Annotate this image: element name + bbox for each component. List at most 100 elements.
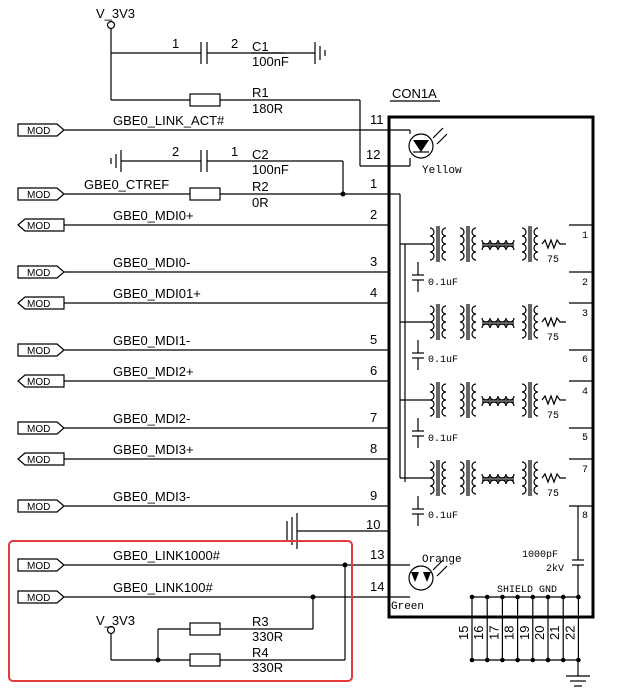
- pin-number: 11: [370, 112, 384, 127]
- svg-text:4: 4: [582, 387, 588, 398]
- connector-ref: CON1A: [392, 86, 437, 101]
- net-name: GBE0_MDI3-: [113, 489, 190, 504]
- port-tag: [17, 296, 65, 310]
- port-tag: [17, 187, 65, 201]
- supply-top-terminal: [106, 20, 116, 30]
- pin-12: 12: [366, 147, 380, 162]
- c1-value: 100nF: [252, 54, 289, 69]
- svg-text:0.1uF: 0.1uF: [428, 355, 458, 366]
- led-orange-label: Orange: [422, 554, 462, 566]
- pin-number: 8: [370, 441, 377, 456]
- svg-text:75: 75: [547, 255, 559, 266]
- junction-dot: [530, 594, 536, 600]
- r1-value: 180R: [252, 101, 283, 116]
- net-name: GBE0_MDI3+: [113, 442, 194, 457]
- supply-bottom-label: V_3V3: [96, 613, 135, 628]
- connector-body: [387, 115, 595, 619]
- svg-text:75: 75: [547, 333, 559, 344]
- orange-green-led-icon: [408, 565, 434, 591]
- c2-ref: C2: [252, 147, 269, 162]
- net-name: GBE0_MDI1-: [113, 333, 190, 348]
- port-tag: [17, 265, 65, 279]
- port-tag: [17, 218, 65, 232]
- highlight-box: [8, 540, 353, 682]
- shield-pin-number: 20: [532, 626, 547, 640]
- port-tag-label: MOD: [27, 126, 50, 137]
- rj45-pins: [569, 224, 593, 560]
- port-tag: [17, 421, 65, 435]
- magnetics-channel-2: [429, 303, 567, 341]
- c2-value: 100nF: [252, 162, 289, 177]
- net-name: GBE0_MDI01+: [113, 286, 201, 301]
- port-tag-label: MOD: [27, 561, 50, 572]
- pin-number: 3: [370, 254, 377, 269]
- net-name: GBE0_MDI0+: [113, 208, 194, 223]
- junction-dot: [576, 594, 581, 600]
- svg-text:7: 7: [582, 465, 588, 476]
- shield-pin-number: 16: [471, 626, 486, 640]
- svg-text:5: 5: [582, 433, 588, 444]
- port-tag-label: MOD: [27, 502, 50, 513]
- supply-top-label: V_3V3: [96, 6, 135, 21]
- pin-10: 10: [366, 517, 380, 532]
- port-tag: [17, 452, 65, 466]
- pin-number: 9: [370, 488, 377, 503]
- pin-number: 6: [370, 363, 377, 378]
- net-name: GBE0_MDI2-: [113, 411, 190, 426]
- svg-text:75: 75: [547, 489, 559, 500]
- port-tag-label: MOD: [27, 299, 50, 310]
- svg-text:0.1uF: 0.1uF: [428, 434, 458, 445]
- svg-text:8: 8: [582, 511, 588, 522]
- r3-ref: R3: [252, 614, 269, 629]
- pin-number: 2: [370, 207, 377, 222]
- pin-number: 1: [370, 176, 377, 191]
- pin-number: 7: [370, 410, 377, 425]
- shield-pin-number: 22: [562, 626, 577, 640]
- net-name: GBE0_MDI2+: [113, 364, 194, 379]
- svg-text:0.1uF: 0.1uF: [428, 511, 458, 522]
- port-tag-label: MOD: [27, 268, 50, 279]
- junction-dot: [469, 594, 475, 600]
- svg-text:0.1uF: 0.1uF: [428, 278, 458, 289]
- r2-ref: R2: [252, 179, 269, 194]
- port-tag-label: MOD: [27, 424, 50, 435]
- svg-text:75: 75: [547, 411, 559, 422]
- pin-number: 13: [370, 547, 384, 562]
- net-name: GBE0_CTREF: [84, 177, 169, 192]
- port-tag-label: MOD: [27, 221, 50, 232]
- junction-dot: [545, 594, 551, 600]
- svg-text:6: 6: [582, 355, 588, 366]
- port-tag: [17, 343, 65, 357]
- center-tap-caps: [412, 262, 424, 526]
- shield-pin-number: 19: [517, 626, 532, 640]
- pin-number: 14: [370, 579, 384, 594]
- svg-text:2: 2: [582, 278, 588, 289]
- magnetics-channel-4: [429, 459, 567, 497]
- shield-pin-number: 21: [547, 626, 562, 640]
- net-name: GBE0_LINK100#: [113, 580, 214, 595]
- pin-number: 5: [370, 332, 377, 347]
- svg-text:2: 2: [231, 36, 238, 51]
- r4-ref: R4: [252, 645, 269, 660]
- led-yellow-label: Yellow: [422, 165, 462, 177]
- yellow-led-icon: [408, 133, 434, 159]
- port-tag-label: MOD: [27, 346, 50, 357]
- shield-pin-number: 15: [456, 626, 471, 640]
- net-name: GBE0_LINK1000#: [113, 548, 221, 563]
- svg-text:1: 1: [231, 144, 238, 159]
- port-tag: [17, 590, 65, 604]
- r3-value: 330R: [252, 629, 283, 644]
- port-tag-label: MOD: [27, 455, 50, 466]
- svg-text:1: 1: [172, 36, 179, 51]
- cap-1000pf-label: 1000pF: [522, 550, 558, 561]
- net-name: GBE0_MDI0-: [113, 255, 190, 270]
- svg-text:1: 1: [582, 231, 588, 242]
- magnetics-channel-1: [429, 225, 567, 263]
- r4-resistor: [189, 653, 221, 667]
- r3-resistor: [189, 622, 221, 636]
- net-name: GBE0_LINK_ACT#: [113, 113, 225, 128]
- supply-bottom-terminal: [106, 625, 116, 635]
- shield-pin-number: 17: [486, 626, 501, 640]
- port-tag: [17, 499, 65, 513]
